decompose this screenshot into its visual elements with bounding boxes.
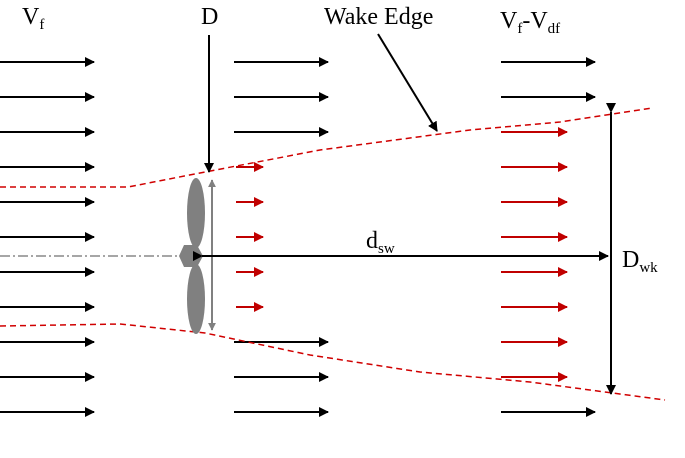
- propeller-blade-lower: [187, 264, 205, 334]
- wake-edge-upper: [0, 107, 653, 188]
- propeller-icon: [179, 178, 216, 334]
- wake-edge-pointer-arrow: [377, 33, 438, 132]
- vf-vdf-label: Vf-Vdf: [500, 8, 560, 37]
- propeller-blade-upper: [187, 178, 205, 248]
- dwk-label: Dwk: [622, 247, 658, 276]
- vf-label: Vf: [22, 4, 44, 33]
- d-label: D: [201, 4, 218, 30]
- wake-edge-lower: [0, 323, 666, 401]
- propeller-hub: [179, 245, 203, 267]
- flow-arrows: [0, 57, 596, 417]
- wake-edge-label: Wake Edge: [324, 4, 433, 30]
- dsw-label: dsw: [366, 228, 395, 257]
